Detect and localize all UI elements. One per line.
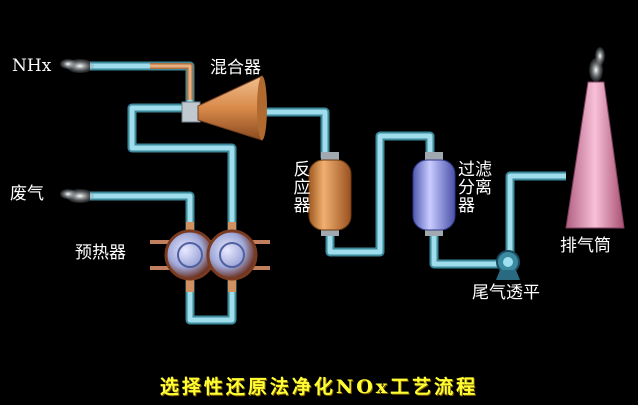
preheater-unit bbox=[150, 229, 270, 281]
exhaust-in-label: 废气 bbox=[10, 184, 44, 204]
mixer-unit bbox=[181, 75, 267, 141]
exhaust-inlet-puff bbox=[60, 189, 94, 203]
diagram-caption: 选择性还原法净化NOx工艺流程 bbox=[159, 376, 479, 398]
reactor-vessel bbox=[308, 152, 352, 236]
preheater-label: 预热器 bbox=[75, 243, 126, 263]
filter-label: 过滤分离器 bbox=[458, 160, 492, 216]
nhx-label: NHx bbox=[12, 56, 52, 76]
reactor-label: 反应器 bbox=[293, 160, 311, 216]
stack-label: 排气筒 bbox=[560, 236, 611, 256]
mixer-label: 混合器 bbox=[210, 58, 261, 78]
pipe-network bbox=[90, 61, 566, 325]
filter-separator-vessel bbox=[412, 152, 456, 236]
tail-gas-turbine bbox=[496, 250, 520, 280]
exhaust-stack bbox=[565, 47, 625, 229]
fan-label: 尾气透平 bbox=[472, 283, 540, 303]
nhx-inlet-puff bbox=[60, 59, 94, 73]
